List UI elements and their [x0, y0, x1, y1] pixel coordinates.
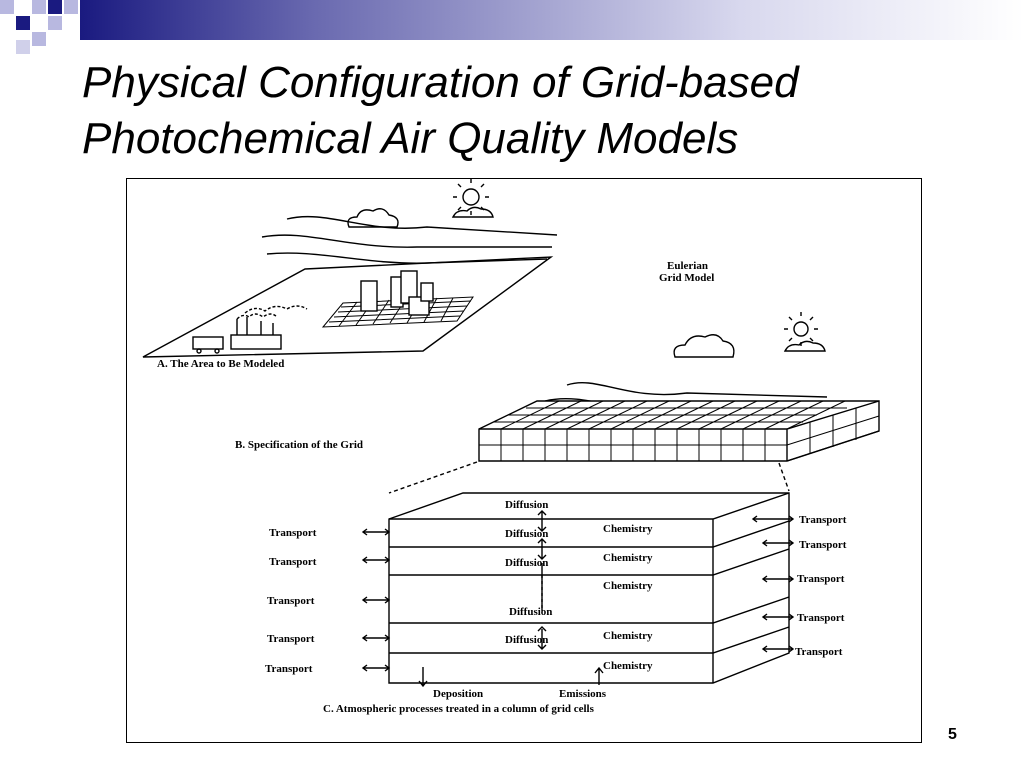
slide-title: Physical Configuration of Grid-based Pho… — [82, 55, 962, 167]
diffusion-label-1: Diffusion — [505, 499, 548, 511]
deposition-label: Deposition — [433, 688, 483, 700]
panel-c-caption: C. Atmospheric processes treated in a co… — [323, 703, 595, 715]
diagram-canvas: Eulerian Grid Model A. The Area to Be Mo… — [142, 179, 880, 715]
transport-left-2: Transport — [269, 556, 317, 568]
panel-b-illustration — [388, 312, 880, 494]
chemistry-label-3: Chemistry — [603, 580, 653, 592]
panel-b-caption: B. Specification of the Grid — [235, 439, 363, 451]
panel-a-illustration — [142, 179, 558, 358]
transport-right-4: Transport — [797, 612, 845, 624]
chemistry-label-5: Chemistry — [603, 660, 653, 672]
diffusion-label-4: Diffusion — [509, 606, 552, 618]
panel-c-illustration — [361, 492, 795, 688]
model-title-line-2: Grid Model — [659, 272, 714, 284]
chemistry-label-2: Chemistry — [603, 552, 653, 564]
slide-header-decoration — [0, 0, 1024, 54]
sun-icon — [451, 179, 494, 218]
transport-right-1: Transport — [799, 514, 847, 526]
diffusion-label-2: Diffusion — [505, 528, 548, 540]
emissions-label: Emissions — [559, 688, 607, 700]
slide-title-line-2: Photochemical Air Quality Models — [82, 114, 739, 163]
transport-left-3: Transport — [267, 595, 315, 607]
cloud-icon — [673, 334, 735, 358]
transport-right-2: Transport — [799, 539, 847, 551]
diffusion-label-5: Diffusion — [505, 634, 548, 646]
sun-icon — [783, 312, 826, 352]
diffusion-label-3: Diffusion — [505, 557, 548, 569]
chemistry-label-1: Chemistry — [603, 523, 653, 535]
transport-right-3: Transport — [797, 573, 845, 585]
cloud-icon — [347, 208, 399, 228]
slide-number: 5 — [948, 726, 957, 743]
model-title-line-1: Eulerian — [667, 260, 708, 272]
transport-right-5: Transport — [795, 646, 843, 658]
transport-left-5: Transport — [265, 663, 313, 675]
transport-left-4: Transport — [267, 633, 315, 645]
transport-left-1: Transport — [269, 527, 317, 539]
eulerian-grid-model-figure: Eulerian Grid Model A. The Area to Be Mo… — [126, 178, 922, 743]
chemistry-label-4: Chemistry — [603, 630, 653, 642]
slide-title-line-1: Physical Configuration of Grid-based — [82, 58, 799, 107]
panel-a-caption: A. The Area to Be Modeled — [157, 358, 284, 370]
